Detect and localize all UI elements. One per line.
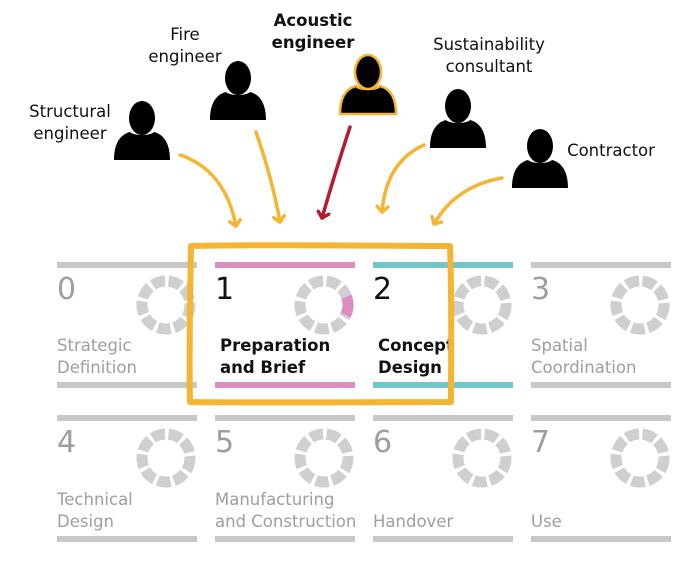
person-acoustic-engineer: Acoustic engineer	[272, 11, 398, 116]
stage-top-bar	[215, 262, 355, 268]
person-label-line: Acoustic	[274, 11, 353, 30]
stage-name-line: Preparation	[220, 336, 330, 355]
stage-cycle-icon	[452, 428, 512, 488]
person-label-line: engineer	[272, 33, 356, 52]
stage-cycle-icon	[136, 428, 196, 488]
stage-name-line: Technical	[56, 490, 133, 509]
stage-name-line: and Construction	[215, 512, 356, 531]
stage-top-bar	[531, 262, 671, 268]
stage-top-bar	[373, 262, 513, 268]
arrow-acoustic-to-stage	[322, 125, 352, 220]
stage-bottom-bar	[373, 382, 513, 388]
stage-number: 2	[373, 272, 392, 307]
stage-top-bar	[373, 415, 513, 421]
person-label-line: Fire	[170, 25, 199, 44]
stage-bottom-bar	[215, 536, 355, 542]
stage-top-bar	[215, 415, 355, 421]
arrow-sustainability-to-stage	[382, 143, 426, 214]
stage-number: 7	[531, 425, 550, 460]
stage-number: 0	[57, 272, 76, 307]
stage-name-line: Definition	[57, 358, 137, 377]
stage-bottom-bar	[215, 382, 355, 388]
person-label-line: consultant	[446, 57, 533, 76]
arrow-fire-to-stage	[254, 130, 280, 224]
stage-cycle-icon	[294, 428, 354, 488]
stage-number: 4	[57, 425, 76, 460]
stage-bottom-bar	[373, 536, 513, 542]
stage-name-line: Use	[531, 512, 562, 531]
highlight-frame	[186, 242, 455, 406]
stage-bottom-bar	[531, 536, 671, 542]
stage-name-line: Spatial	[531, 336, 588, 355]
person-structural-engineer: Structural engineer	[29, 101, 170, 160]
person-silhouette-icon	[512, 129, 568, 188]
stage-name-line: Design	[57, 512, 114, 531]
stage-top-bar	[57, 415, 197, 421]
people-group: Structural engineer Fire engineer Acoust…	[29, 11, 655, 188]
stage-cycle-icon	[610, 275, 670, 335]
stage-top-bar	[57, 262, 197, 268]
stage-cycle-icon	[136, 275, 196, 335]
person-contractor: Contractor	[512, 129, 655, 188]
person-silhouette-icon	[210, 61, 266, 120]
stage-number: 5	[215, 425, 234, 460]
stage-name-line: Manufacturing	[215, 490, 334, 509]
person-label-line: engineer	[33, 124, 106, 143]
person-silhouette-icon	[430, 89, 486, 148]
stage-cycle-icon	[452, 275, 512, 335]
stage-name-line: Coordination	[531, 358, 636, 377]
person-silhouette-icon	[114, 101, 170, 160]
stage-bottom-bar	[57, 536, 197, 542]
arrow-contractor-to-stage	[434, 176, 504, 226]
stage-name-line: and Brief	[220, 358, 306, 377]
stage-cycle-progress	[340, 294, 354, 318]
stage-top-bar	[531, 415, 671, 421]
person-fire-engineer: Fire engineer	[148, 25, 266, 120]
arrow-structural-to-stage	[178, 153, 236, 228]
stage-number: 3	[531, 272, 550, 307]
person-sustainability-consultant: Sustainability consultant	[430, 35, 545, 148]
person-label-line: engineer	[148, 47, 221, 66]
person-silhouette-icon-highlighted	[338, 53, 398, 116]
stage-number: 6	[373, 425, 392, 460]
stage-cycle-icon	[610, 428, 670, 488]
stage-number: 1	[215, 272, 234, 307]
person-label-line: Structural	[29, 102, 111, 121]
person-label-line: Contractor	[567, 141, 655, 160]
stage-bottom-bar	[531, 382, 671, 388]
stage-name-line: Design	[378, 358, 442, 377]
stage-name-line: Handover	[373, 512, 453, 531]
stage-name-line: Strategic	[57, 336, 132, 355]
stage-cycle-icon	[294, 275, 354, 335]
arrows-group	[178, 125, 504, 228]
stage-name-line: Concept	[378, 336, 454, 355]
person-label-line: Sustainability	[433, 35, 545, 54]
stage-bottom-bar	[57, 382, 197, 388]
